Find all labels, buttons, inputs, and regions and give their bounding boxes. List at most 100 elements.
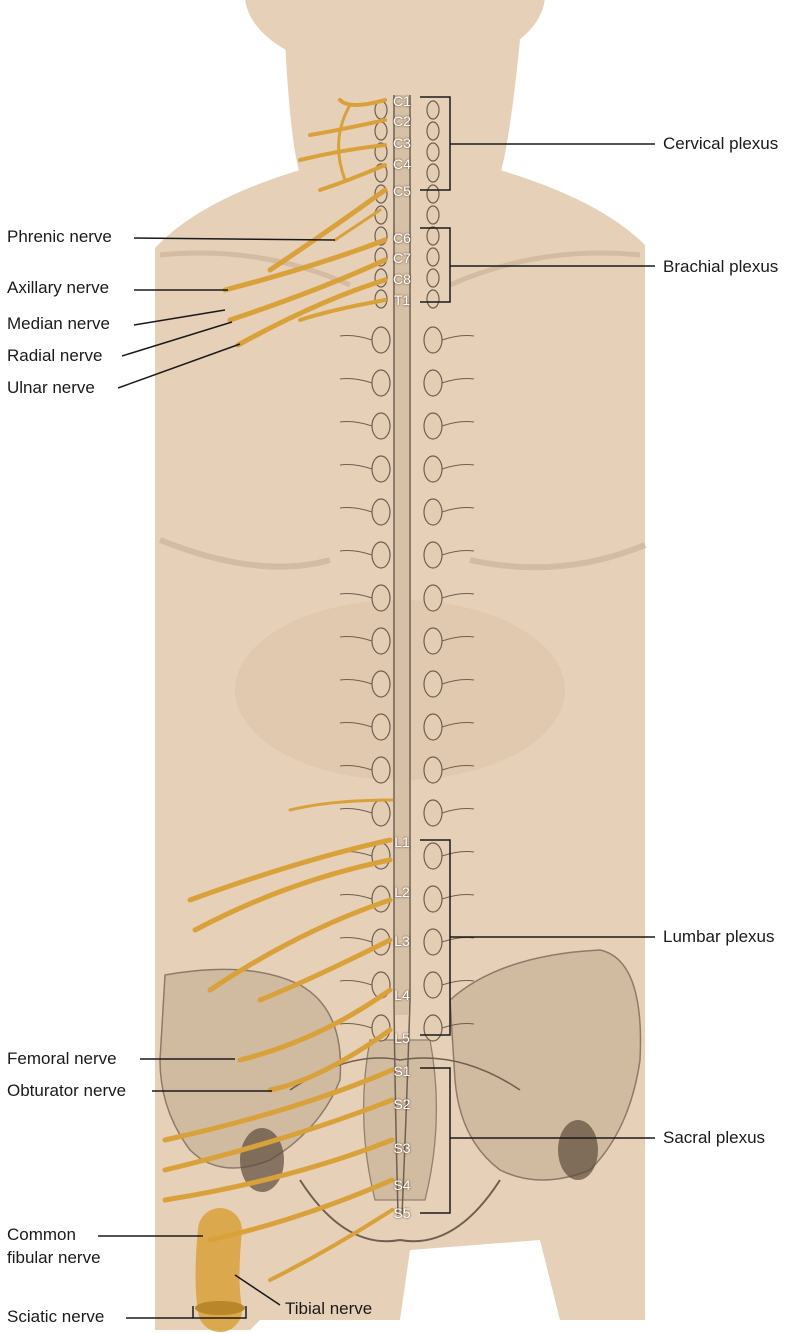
ganglion-right-25: [423, 971, 443, 999]
segment-label-c2: C2: [393, 113, 411, 129]
lumbar-plexus-label: Lumbar plexus: [663, 927, 775, 946]
segment-label-s4: S4: [393, 1177, 411, 1193]
median-leader: [133, 309, 226, 326]
lumbar-nerve-1: [187, 837, 393, 903]
ganglion-right-16: [423, 584, 443, 612]
ganglion-right-14: [423, 498, 443, 526]
spinal-nerve-root-right-13: [441, 464, 475, 470]
left-ilium: [159, 968, 342, 1169]
lumbar-nerve-4: [257, 937, 393, 1003]
leader-lines: [98, 143, 655, 1319]
sciatic-bracket: [192, 1306, 247, 1319]
phrenic-leader: [133, 237, 336, 241]
spinal-nerve-root-right-16: [441, 593, 475, 599]
spinal-nerve-root-right-10: [441, 335, 475, 341]
ganglion-right-22: [423, 842, 443, 870]
ganglion-left-17: [371, 627, 391, 655]
ganglion-left-20: [371, 756, 391, 784]
tibial-nerve-label: Tibial nerve: [285, 1299, 373, 1318]
spinal-nerve-root-left-18: [339, 679, 373, 685]
spinal-nerve-root-left-10: [339, 335, 373, 341]
brachial-trunk-5: [298, 298, 387, 322]
common-fibular-nerve-label-line1: Common: [7, 1225, 76, 1244]
spinal-nerve-root-left-24: [339, 937, 373, 943]
ganglion-left-15: [371, 541, 391, 569]
ganglion-right-23: [423, 885, 443, 913]
median-nerve-label: Median nerve: [7, 314, 111, 333]
ganglion-right-11: [423, 369, 443, 397]
brachial-trunk-1: [267, 187, 388, 273]
shoulder-shade-right: [448, 250, 641, 288]
spinal-nerve-root-right-14: [441, 507, 475, 513]
spinal-nerve-root-left-26: [339, 1023, 373, 1029]
brachial-trunk-3: [227, 257, 388, 323]
ganglion-right-21: [423, 799, 443, 827]
right-obturator-foramen: [558, 1120, 598, 1180]
ganglion-right-24: [423, 928, 443, 956]
sciatic-end: [195, 1301, 245, 1315]
brachial-plexus-label: Brachial plexus: [663, 257, 779, 276]
ulnar-leader: [117, 343, 241, 389]
ganglion-right-2: [426, 142, 440, 162]
phrenic-nerve-path: [333, 208, 382, 242]
ganglion-right-13: [423, 455, 443, 483]
segment-label-c8: C8: [393, 271, 411, 287]
chest-line-right: [469, 542, 647, 571]
thoracic-nerve: [288, 798, 394, 812]
pelvis: [159, 949, 642, 1243]
spinal-nerve-root-right-15: [441, 550, 475, 556]
spinal-nerve-root-right-25: [441, 980, 475, 986]
ganglion-left-1: [374, 121, 388, 141]
spinal-nerve-root-right-21: [441, 808, 475, 814]
lumbar-nerve-5: [237, 987, 393, 1063]
spinal-nerve-root-left-20: [339, 765, 373, 771]
segment-label-s5: S5: [393, 1205, 411, 1221]
lumbar-nerve-3: [207, 897, 393, 993]
segment-label-s2: S2: [393, 1096, 411, 1112]
spinal-nerve-root-right-26: [441, 1023, 475, 1029]
cord-fill: [395, 95, 409, 1015]
ganglion-left-10: [371, 326, 391, 354]
shoulder-shade-left: [159, 250, 352, 288]
segment-label-s1: S1: [393, 1063, 411, 1079]
sacral-plexus-label: Sacral plexus: [663, 1128, 766, 1147]
spinal-nerve-root-left-14: [339, 507, 373, 513]
ganglion-right-0: [426, 100, 440, 120]
spinal-nerve-root-right-20: [441, 765, 475, 771]
spinal-nerve-root-left-17: [339, 636, 373, 642]
ganglion-right-12: [423, 412, 443, 440]
ganglion-left-12: [371, 412, 391, 440]
segment-label-l1: L1: [394, 834, 410, 850]
ganglion-right-6: [426, 226, 440, 246]
sacral-bracket: [420, 1067, 451, 1214]
brachial-trunk-4: [235, 277, 388, 348]
ganglion-left-14: [371, 498, 391, 526]
sacral-nerve-2: [162, 1097, 395, 1173]
ulnar-nerve-label: Ulnar nerve: [7, 378, 95, 397]
spinal-nerve-root-right-19: [441, 722, 475, 728]
ganglion-right-9: [426, 289, 440, 309]
radial-leader: [121, 321, 233, 357]
cord-right-edge: [401, 95, 411, 1216]
sacrum: [362, 1039, 438, 1201]
ganglion-right-20: [423, 756, 443, 784]
ganglion-left-18: [371, 670, 391, 698]
sciatic-nerve-label: Sciatic nerve: [7, 1307, 105, 1326]
cervical-nerve-3: [298, 143, 387, 162]
segment-label-l4: L4: [394, 987, 410, 1003]
spinal-nerve-root-right-22: [441, 851, 475, 857]
obturator-nerve-label: Obturator nerve: [7, 1081, 127, 1100]
cervical-plexus-label: Cervical plexus: [663, 134, 779, 153]
spinal-nerve-root-right-17: [441, 636, 475, 642]
segment-label-c7: C7: [393, 250, 411, 266]
spinal-nerve-root-left-21: [339, 808, 373, 814]
right-ilium: [449, 949, 642, 1181]
segment-label-l3: L3: [394, 933, 410, 949]
cord-left-edge: [393, 95, 399, 1216]
ganglion-right-17: [423, 627, 443, 655]
ganglion-right-7: [426, 247, 440, 267]
axillary-nerve-label: Axillary nerve: [7, 278, 110, 297]
segment-label-s3: S3: [393, 1140, 411, 1156]
tibial-leader: [234, 1274, 281, 1306]
